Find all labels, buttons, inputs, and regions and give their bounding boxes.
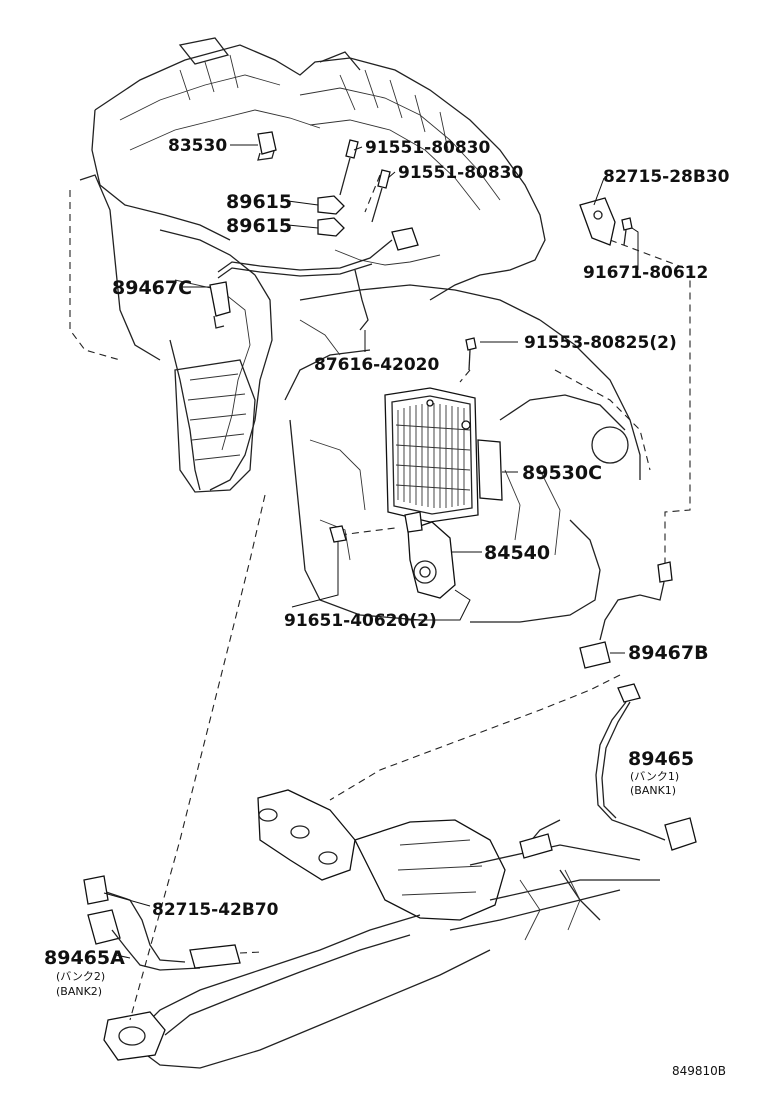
callout-91551-upper: 91551-80830 [365, 138, 491, 158]
callout-89465a-bank-en: (BANK2) [56, 985, 102, 998]
exhaust-assembly [103, 789, 660, 1069]
callout-89615-lower: 89615 [226, 215, 292, 237]
callout-91651-40620: 91651-40620(2) [284, 611, 437, 631]
callout-89465a-bank-jp: (バンク2) [56, 970, 105, 983]
park-neutral-switch [404, 511, 456, 599]
leader-lines [103, 144, 639, 959]
callout-89465: 89465 [628, 748, 694, 770]
callout-84540: 84540 [484, 542, 550, 564]
engine-illustration [69, 37, 651, 623]
callout-89615-upper: 89615 [226, 191, 292, 213]
reference-lines [129, 174, 691, 1021]
callout-87616-42020: 87616-42020 [314, 355, 440, 375]
callout-89465-bank-en: (BANK1) [630, 784, 676, 797]
figure-code: 849810B [672, 1064, 726, 1078]
callout-91551-lower: 91551-80830 [398, 163, 524, 183]
callout-82715-42b70: 82715-42B70 [152, 900, 279, 920]
callout-89465a: 89465A [44, 947, 125, 969]
callout-89465-bank-jp: (バンク1) [630, 770, 679, 783]
ecu-module [384, 387, 503, 523]
callout-labels: 83530 91551-80830 91551-80830 89615 8961… [44, 136, 730, 1078]
callout-91671-80612: 91671-80612 [583, 263, 708, 283]
callout-89530c: 89530C [522, 462, 602, 484]
sensor-parts [83, 131, 697, 971]
callout-89467b: 89467B [628, 642, 709, 664]
callout-83530: 83530 [168, 136, 227, 156]
callout-89467c: 89467C [112, 277, 192, 299]
callout-91553-80825: 91553-80825(2) [524, 333, 677, 353]
callout-82715-28b30: 82715-28B30 [603, 167, 730, 187]
